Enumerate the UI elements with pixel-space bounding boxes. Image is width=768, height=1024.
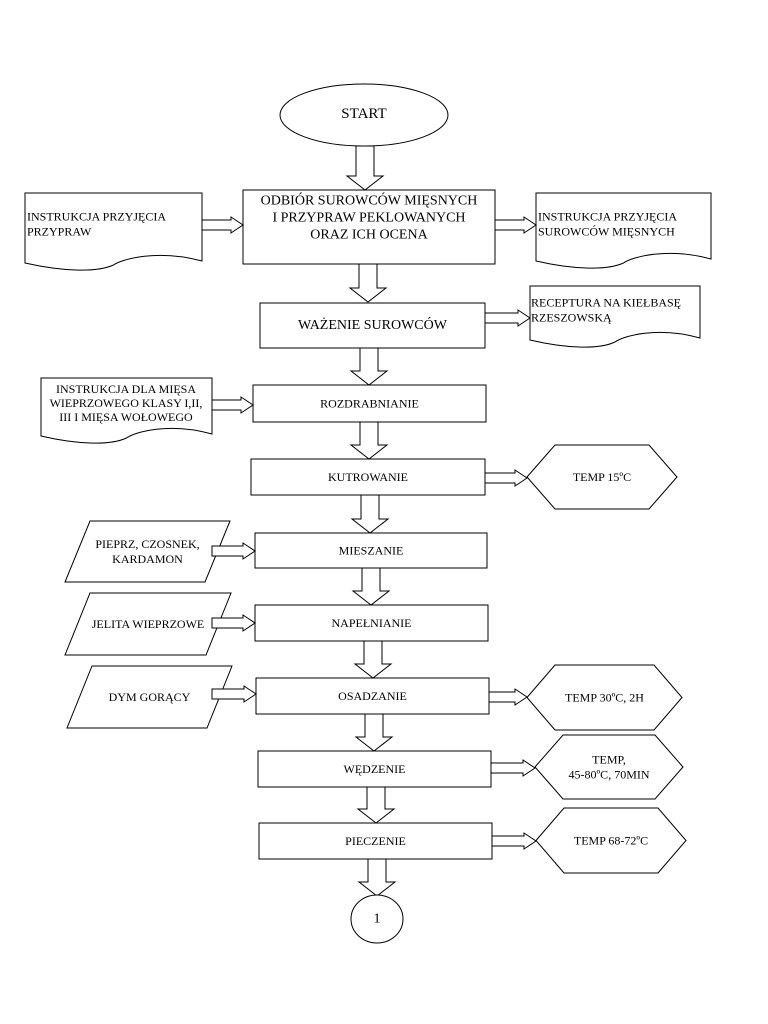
start-terminal: START bbox=[279, 83, 449, 147]
flow-arrow-down bbox=[356, 786, 396, 824]
document-label: INSTRUKCJA PRZYJĘCIA bbox=[27, 210, 166, 224]
step-label: KUTROWANIE bbox=[328, 470, 408, 484]
flow-arrow-down bbox=[349, 347, 389, 386]
step-label: NAPEŁNIANIE bbox=[332, 616, 412, 630]
flow-arrow-down bbox=[345, 145, 385, 191]
step-label: OSADZANIE bbox=[338, 689, 407, 703]
condition-label: TEMP, bbox=[592, 753, 626, 767]
flow-arrow-right bbox=[491, 832, 537, 850]
condition-osadzanie: TEMP 30ºC, 2H bbox=[526, 664, 683, 731]
input-label: PIEPRZ, CZOSNEK, bbox=[95, 537, 199, 551]
document-label: WIEPRZOWEGO KLASY I,II, bbox=[50, 396, 203, 410]
start-label: START bbox=[341, 106, 386, 122]
end-connector: 1 bbox=[350, 894, 404, 944]
input-przyprawy: PIEPRZ, CZOSNEK,KARDAMON bbox=[64, 520, 231, 583]
input-label: KARDAMON bbox=[112, 552, 183, 566]
condition-label: TEMP 68-72ºC bbox=[574, 834, 648, 848]
step-label: MIESZANIE bbox=[339, 544, 404, 558]
step-mieszanie: MIESZANIE bbox=[254, 532, 488, 569]
flow-arrow-right bbox=[484, 309, 531, 327]
document-label: RECEPTURA NA KIEŁBASĘ bbox=[531, 296, 681, 310]
step-kutrowanie: KUTROWANIE bbox=[250, 458, 486, 496]
flow-arrow-right bbox=[211, 396, 254, 414]
condition-kutrowanie: TEMP 15ºC bbox=[526, 444, 678, 510]
step-pieczenie: PIECZENIE bbox=[258, 822, 493, 860]
document-label: SUROWCÓW MIĘSNYCH bbox=[538, 225, 675, 239]
flow-arrow-down bbox=[351, 567, 391, 606]
flow-arrow-down bbox=[354, 713, 394, 752]
flow-arrow-down bbox=[353, 640, 393, 679]
step-napelnianie: NAPEŁNIANIE bbox=[254, 604, 489, 642]
flow-arrow-right bbox=[494, 216, 537, 234]
input-dym: DYM GORĄCY bbox=[66, 665, 233, 729]
flow-arrow-right bbox=[211, 685, 257, 703]
condition-wedzenie: TEMP,45-80ºC, 70MIN bbox=[534, 734, 684, 800]
step-label: ODBIÓR SUROWCÓW MIĘSNYCH bbox=[261, 192, 478, 209]
input-jelita: JELITA WIEPRZOWE bbox=[64, 592, 232, 656]
document-label: INSTRUKCJA PRZYJĘCIA bbox=[538, 210, 677, 224]
document-label: PRZYPRAW bbox=[27, 225, 92, 239]
document-label: INSTRUKCJA DLA MIĘSA bbox=[56, 382, 196, 396]
flow-arrow-down bbox=[350, 494, 390, 534]
flow-arrow-right bbox=[211, 542, 256, 560]
step-wazenie: WAŻENIE SUROWCÓW bbox=[259, 302, 486, 349]
connector-label: 1 bbox=[374, 912, 381, 927]
flow-arrow-right bbox=[490, 759, 536, 777]
flow-arrow-right bbox=[488, 688, 528, 706]
input-label: DYM GORĄCY bbox=[109, 690, 191, 704]
condition-pieczenie: TEMP 68-72ºC bbox=[535, 807, 687, 874]
step-rozdrabnianie: ROZDRABNIANIE bbox=[252, 384, 487, 423]
step-label: ROZDRABNIANIE bbox=[320, 397, 419, 411]
flow-arrow-right bbox=[211, 614, 256, 632]
flow-arrow-down bbox=[349, 421, 389, 460]
step-label: WĘDZENIE bbox=[344, 762, 406, 776]
step-osadzanie: OSADZANIE bbox=[255, 677, 490, 715]
step-label: ORAZ ICH OCENA bbox=[310, 228, 428, 243]
step-label: WAŻENIE SUROWCÓW bbox=[298, 316, 448, 333]
document-label: III I MIĘSA WOŁOWEGO bbox=[59, 410, 193, 424]
flow-arrow-right bbox=[484, 469, 528, 487]
step-label: PIECZENIE bbox=[345, 834, 406, 848]
condition-label: TEMP 30ºC, 2H bbox=[565, 691, 644, 705]
flow-arrow-down bbox=[357, 858, 397, 897]
document-label: RZESZOWSKĄ bbox=[531, 311, 612, 325]
step-wedzenie: WĘDZENIE bbox=[257, 750, 492, 788]
condition-label: TEMP 15ºC bbox=[573, 470, 631, 484]
condition-label: 45-80ºC, 70MIN bbox=[568, 768, 649, 782]
flow-arrow-down bbox=[348, 263, 388, 303]
step-odbior: ODBIÓR SUROWCÓW MIĘSNYCH I PRZYPRAW PEKLO… bbox=[242, 189, 496, 265]
step-label: I PRZYPRAW PEKLOWANYCH bbox=[272, 211, 465, 226]
input-label: JELITA WIEPRZOWE bbox=[92, 617, 204, 631]
flow-arrow-right bbox=[201, 216, 244, 234]
